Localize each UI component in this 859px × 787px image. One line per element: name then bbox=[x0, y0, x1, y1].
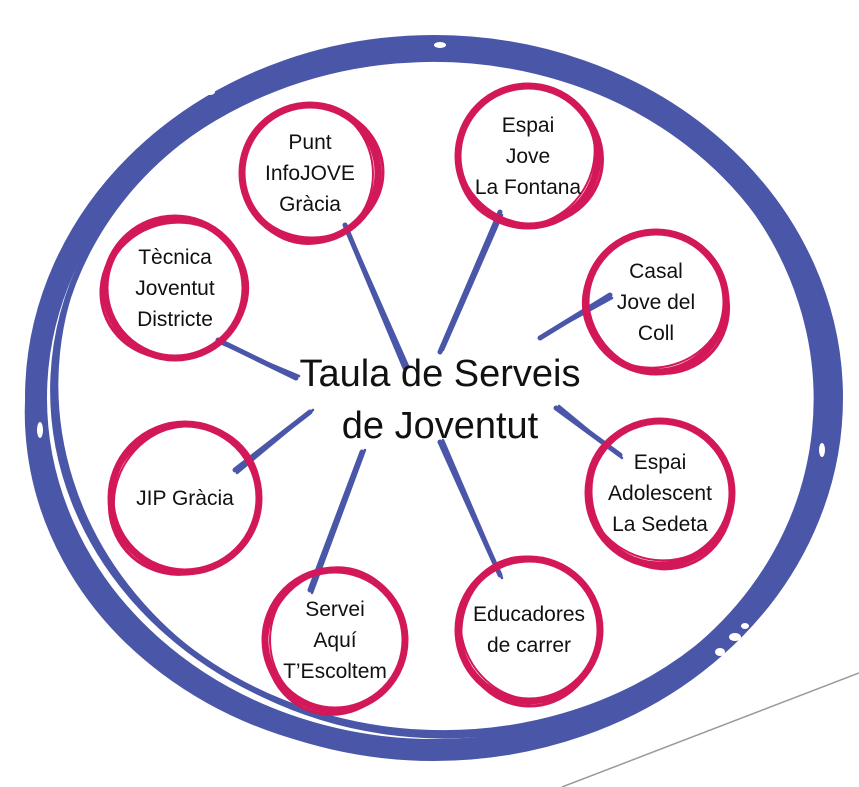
node-label-line: Espai bbox=[633, 450, 687, 474]
node-label-line: Servei bbox=[305, 597, 365, 621]
node-label-line: Adolescent bbox=[608, 481, 712, 505]
node-espai-jove-la-fontana: Espai Jove La Fontana bbox=[455, 86, 601, 226]
ring-stroke bbox=[239, 104, 385, 240]
ring-stroke bbox=[581, 231, 728, 369]
outer-ring-stroke bbox=[54, 45, 818, 739]
node-label-line: La Sedeta bbox=[612, 512, 708, 536]
decorative-line bbox=[561, 672, 859, 787]
ring-educadores-de-carrer bbox=[454, 555, 604, 708]
connector-tecnica-joventut-districte bbox=[215, 337, 301, 381]
ring-casal-jove-del-coll bbox=[581, 228, 731, 376]
connector-educadores-de-carrer bbox=[437, 438, 504, 580]
ring-stroke bbox=[585, 420, 735, 562]
connectors bbox=[215, 209, 624, 595]
ring-servei-aqui-tescoltem bbox=[261, 566, 409, 716]
connector-espai-jove-la-fontana bbox=[437, 209, 504, 355]
ring-punt-infojove-gracia bbox=[238, 101, 385, 245]
connector-casal-jove-del-coll bbox=[537, 292, 614, 341]
ring-stroke bbox=[459, 555, 601, 701]
center-title-line: Taula de Serveis bbox=[299, 353, 581, 395]
node-rings bbox=[99, 82, 736, 716]
speckle bbox=[729, 633, 741, 641]
node-label-line: Espai bbox=[501, 113, 555, 137]
outer-ring-stroke bbox=[50, 53, 826, 737]
speckle bbox=[37, 422, 43, 438]
connector-stroke bbox=[541, 296, 614, 338]
connector-stroke bbox=[441, 438, 504, 580]
connector-stroke bbox=[437, 209, 503, 355]
node-servei-aqui-tescoltem: Servei Aquí T’Escoltem bbox=[262, 570, 408, 710]
node-label-line: Districte bbox=[137, 307, 213, 331]
speckle bbox=[741, 623, 749, 629]
node-espai-adolescent-la-sedeta: Espai Adolescent La Sedeta bbox=[585, 423, 735, 563]
ring-jip-gracia bbox=[107, 420, 263, 576]
ring-espai-jove-la-fontana bbox=[454, 82, 604, 230]
node-label-line: Aquí bbox=[313, 628, 357, 652]
speckle bbox=[205, 89, 215, 95]
connector-stroke bbox=[307, 449, 365, 593]
node-label-line: Educadores bbox=[472, 603, 586, 626]
center-title-line: de Joventut bbox=[341, 405, 539, 447]
node-label-line: La Fontana bbox=[474, 175, 582, 199]
node-label-line: JIP Gràcia bbox=[136, 486, 234, 510]
ring-tecnica-joventut-districte bbox=[99, 214, 250, 362]
node-punt-infojove-gracia: Punt InfoJOVE Gràcia bbox=[238, 103, 382, 243]
center-title: Taula de Serveis de Joventut bbox=[230, 345, 650, 455]
node-tecnica-joventut-districte: Tècnica Joventut Districte bbox=[102, 218, 248, 358]
ring-espai-adolescent-la-sedeta bbox=[584, 417, 736, 571]
node-label-line: Tècnica bbox=[138, 245, 212, 269]
ring-speckles bbox=[37, 42, 825, 711]
connector-stroke bbox=[218, 341, 301, 378]
node-label-line: Casal bbox=[629, 259, 683, 283]
node-label-line: Jove bbox=[505, 144, 551, 168]
speckle bbox=[434, 42, 446, 48]
speckle bbox=[651, 705, 659, 711]
speckle bbox=[819, 443, 825, 457]
connector-stroke bbox=[557, 404, 624, 460]
connector-punt-infojove-gracia bbox=[342, 222, 410, 371]
node-label-line: Jove del bbox=[616, 290, 696, 314]
connector-stroke bbox=[345, 226, 410, 368]
node-label-line: Joventut bbox=[135, 276, 215, 300]
node-label-line: Gràcia bbox=[279, 192, 341, 216]
ring-stroke bbox=[269, 566, 406, 713]
node-label-line: Punt bbox=[288, 130, 332, 154]
ring-stroke bbox=[456, 85, 604, 227]
node-label-line: InfoJOVE bbox=[265, 161, 355, 185]
node-label-line: de carrer bbox=[486, 634, 572, 657]
node-casal-jove-del-coll: Casal Jove del Coll bbox=[586, 232, 726, 372]
ring-stroke bbox=[112, 423, 262, 574]
connector-espai-adolescent-la-sedeta bbox=[553, 404, 624, 460]
outer-ring-stroke bbox=[24, 52, 840, 758]
ring-stroke bbox=[242, 103, 374, 245]
node-educadores-de-carrer: Educadores de carrer bbox=[456, 560, 602, 700]
connector-stroke bbox=[441, 213, 504, 352]
ring-stroke bbox=[103, 221, 250, 358]
ring-stroke bbox=[455, 84, 596, 227]
outer-ring bbox=[24, 35, 843, 761]
node-label-line: T’Escoltem bbox=[283, 659, 387, 683]
node-jip-gracia: JIP Gràcia bbox=[110, 428, 260, 568]
node-label-line: Coll bbox=[637, 321, 675, 345]
speckle bbox=[715, 648, 725, 656]
